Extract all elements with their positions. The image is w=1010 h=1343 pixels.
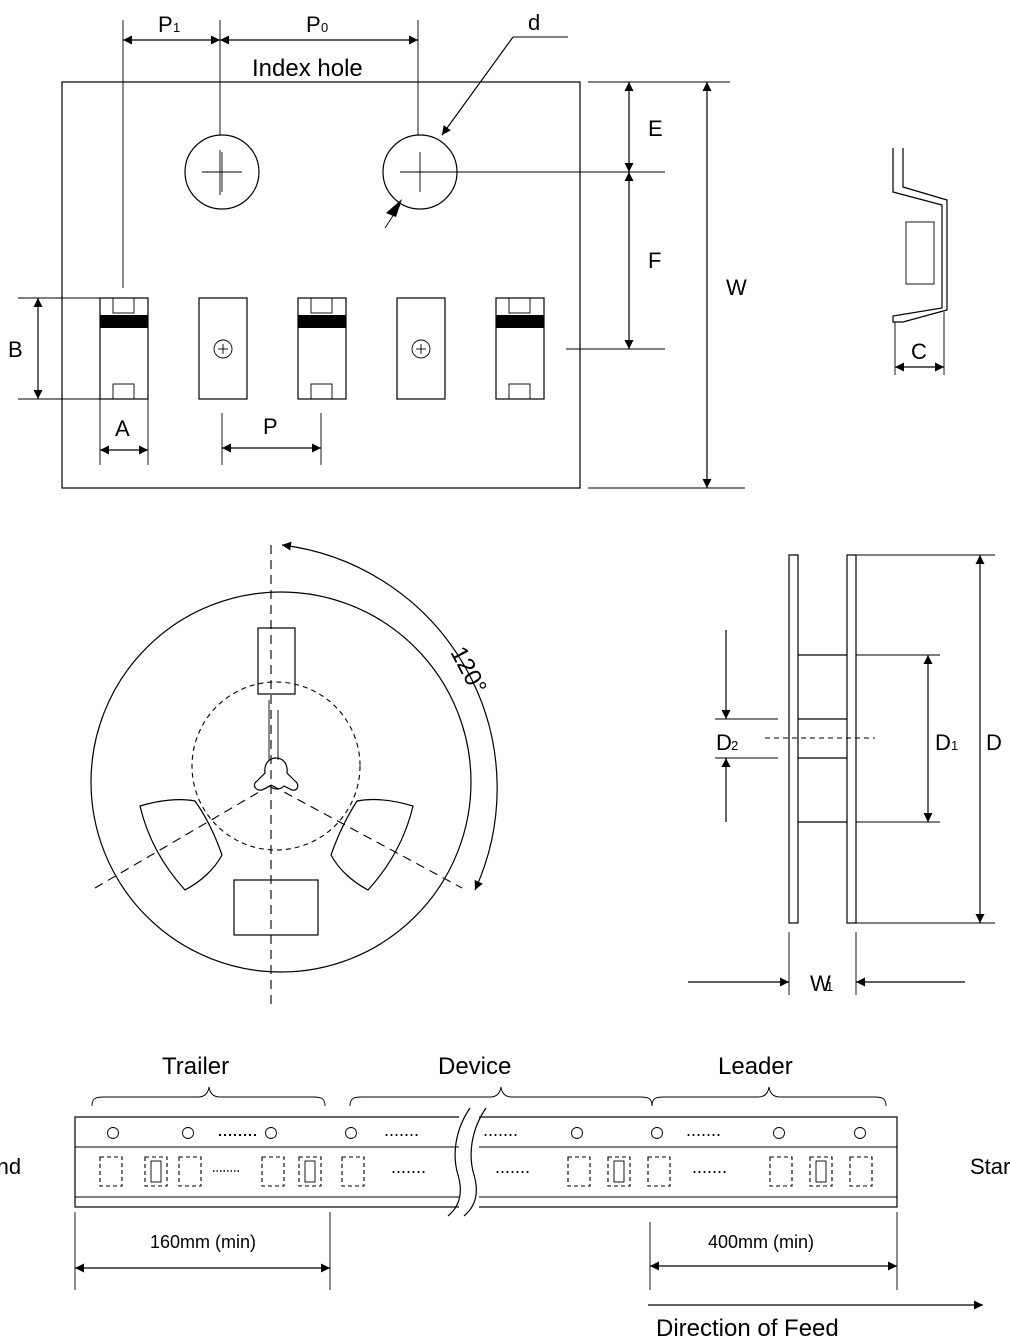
empty-pocket (396, 297, 446, 400)
reel-cutout-right (330, 799, 414, 891)
w1-label: W (810, 971, 831, 996)
index-hole-label: Index hole (252, 55, 363, 82)
reel-arbor-hole (253, 757, 299, 791)
trailer-label: Trailer (162, 1053, 229, 1080)
reel-side-view: D 2 D 1 D W 1 (688, 554, 1002, 996)
d2-subscript: 2 (731, 738, 738, 753)
empty-pocket (198, 297, 248, 400)
reel-front-view: 120° (90, 541, 498, 1008)
d-outer-label: D (986, 730, 1002, 755)
f-label: F (648, 248, 661, 273)
reel-window (257, 627, 296, 695)
tape-strip (74, 1116, 898, 1208)
direction-of-feed-label: Direction of Feed (656, 1315, 839, 1342)
component-pocket (297, 297, 347, 400)
p1-subscript: 1 (173, 20, 180, 35)
dots-lower: ....... (692, 1157, 727, 1177)
angle-label: 120° (445, 642, 492, 699)
trailer-distance-label: 160mm (min) (150, 1232, 256, 1252)
device-label: Device (438, 1053, 511, 1080)
dots-lower: ....... (391, 1157, 426, 1177)
tape-top-view: P 1 P 0 Index hole d E F W B (8, 10, 747, 489)
tape-strip-view: Trailer Device Leader ....... ....... ..… (0, 1053, 1010, 1342)
a-label: A (115, 416, 130, 441)
dots-lower: ....... (495, 1157, 530, 1177)
tape-outline (61, 81, 581, 489)
w1-subscript: 1 (826, 979, 833, 994)
p1-label: P (158, 12, 173, 37)
d-label: d (528, 10, 540, 35)
dots-upper: ....... (686, 1120, 721, 1140)
component-pocket (99, 297, 149, 400)
dots-upper: ....... (384, 1120, 419, 1140)
index-hole (184, 134, 260, 210)
carrier-cross-section: C (892, 148, 948, 375)
d1-label: D (935, 730, 951, 755)
d2-label: D (716, 730, 732, 755)
p0-label: P (306, 12, 321, 37)
p-label: P (263, 414, 278, 439)
w-label: W (726, 275, 747, 300)
reel-label-area (233, 879, 319, 936)
p0-subscript: 0 (321, 20, 328, 35)
reel-flange (90, 591, 472, 973)
d1-subscript: 1 (951, 738, 958, 753)
start-label: Start (970, 1154, 1010, 1179)
e-label: E (648, 116, 663, 141)
reel-hub-circle (191, 681, 361, 851)
end-label: End (0, 1154, 21, 1179)
leader-label: Leader (718, 1053, 793, 1080)
dots-upper: ....... (483, 1120, 518, 1140)
leader-distance-label: 400mm (min) (708, 1232, 814, 1252)
c-label: C (911, 339, 927, 364)
component-pocket (495, 297, 545, 400)
b-label: B (8, 337, 23, 362)
reel-cutout-left (139, 799, 223, 891)
